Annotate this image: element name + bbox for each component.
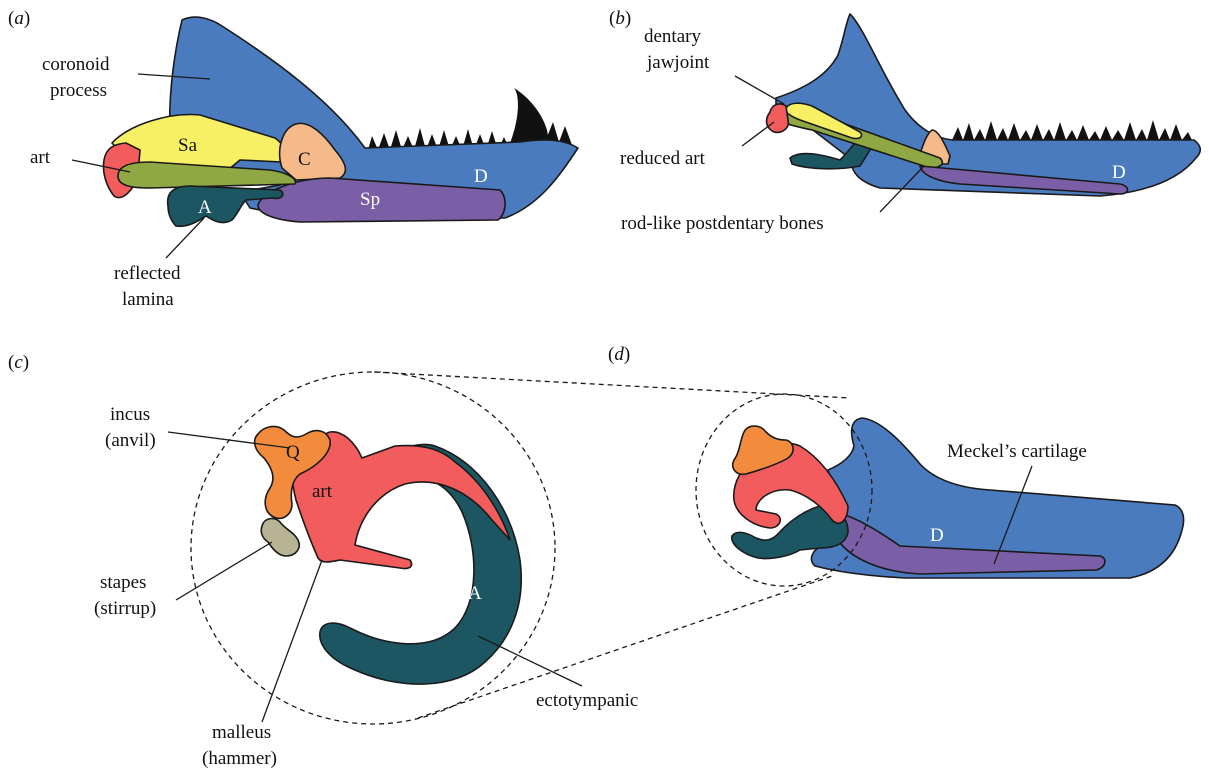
malleus-label-line1: malleus	[212, 722, 271, 743]
panel-d: (d) D Meckel’s cartilage	[608, 344, 1184, 586]
incus-label-line1: incus	[110, 404, 150, 425]
bone-label-sa-a: Sa	[178, 135, 198, 156]
panel-c-label: (c)	[8, 352, 29, 373]
dentary-label-line2: jawjoint	[646, 52, 710, 73]
coronoid-label-line2: process	[50, 80, 107, 101]
dentary-label-line1: dentary	[644, 26, 701, 47]
bone-label-a-c: A	[468, 583, 482, 604]
bone-label-q-c: Q	[286, 442, 300, 463]
coronoid-label-line1: coronoid	[42, 54, 110, 75]
panel-a-label: (a)	[8, 8, 30, 29]
panel-a: (a) Sa C A Sp D coronoid process art	[8, 8, 578, 310]
articular-bone-b	[767, 104, 789, 132]
dentary-jawjoint-leader	[735, 76, 784, 104]
ectotympanic-leader	[478, 636, 582, 686]
bone-label-d-a: D	[474, 166, 488, 187]
ectotympanic-label: ectotympanic	[536, 690, 638, 711]
meckel-label: Meckel’s cartilage	[947, 441, 1087, 462]
panel-b: (b) D dentary jawjoint reduced art rod-l…	[609, 8, 1200, 234]
reflected-label-line2: lamina	[122, 289, 174, 310]
rodlike-label: rod-like postdentary bones	[621, 213, 824, 234]
reduced-art-label: reduced art	[620, 148, 706, 169]
stapes-label-line2: (stirrup)	[94, 598, 156, 619]
malleus-leader	[262, 560, 322, 722]
bone-label-d-b: D	[1112, 162, 1126, 183]
bone-label-a-a: A	[198, 197, 212, 218]
incus-label-line2: (anvil)	[105, 430, 156, 451]
panel-b-label: (b)	[609, 8, 631, 29]
panel-d-label: (d)	[608, 344, 630, 365]
stapes-bone-c	[261, 519, 299, 556]
panel-c: (c) Q art A incus (anvil) stapes (stirru…	[8, 352, 638, 769]
stapes-label-line1: stapes	[100, 572, 146, 593]
bone-label-sp-a: Sp	[360, 189, 380, 210]
bone-label-d-d: D	[930, 525, 944, 546]
bone-label-c-a: C	[298, 149, 311, 170]
reflected-label-line1: reflected	[114, 263, 181, 284]
canine-tooth-a	[508, 88, 548, 148]
bone-label-art-c: art	[312, 481, 333, 502]
malleus-label-line2: (hammer)	[202, 748, 277, 769]
art-label-a: art	[30, 147, 51, 168]
reduced-art-leader	[742, 122, 774, 146]
